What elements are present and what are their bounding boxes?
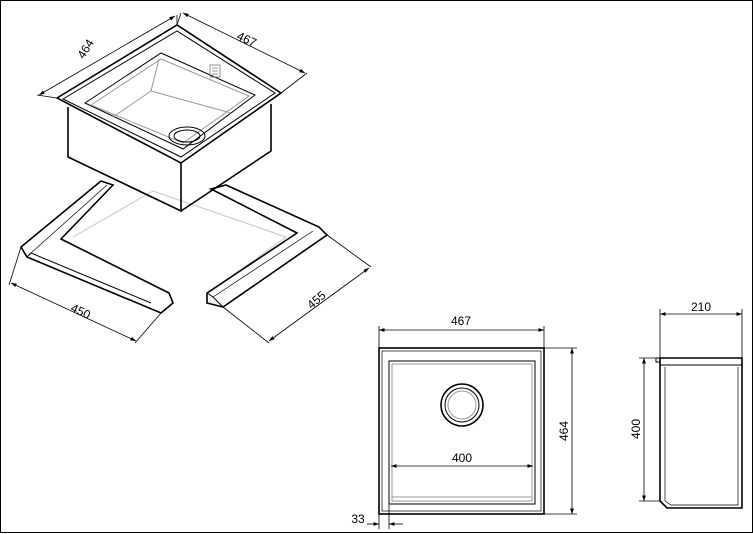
dimension-464-plan: 464 [544,347,577,515]
label-450: 450 [69,301,93,322]
dimension-210: 210 [659,300,743,358]
label-467-plan: 467 [451,314,471,328]
label-210: 210 [691,300,711,314]
isometric-view: 467 464 450 455 [8,12,372,344]
label-33: 33 [351,512,365,526]
cutout-template [19,180,329,314]
label-464-plan: 464 [557,421,571,441]
label-400-plan: 400 [452,451,472,465]
label-464-iso: 464 [74,36,97,61]
label-467-iso: 467 [235,29,259,50]
dimension-467-plan: 467 [378,314,545,348]
dimension-400-side: 400 [629,357,660,502]
dimension-33: 33 [351,504,403,529]
label-400-side: 400 [629,419,643,439]
dimension-400-plan: 400 [391,451,533,468]
dimension-450: 450 [8,246,162,344]
dimension-455: 455 [222,234,372,344]
label-455: 455 [304,288,329,312]
side-view: 210 400 [629,300,743,509]
dimension-467-iso: 467 [176,12,308,94]
plan-view: 467 464 400 33 [351,314,577,529]
